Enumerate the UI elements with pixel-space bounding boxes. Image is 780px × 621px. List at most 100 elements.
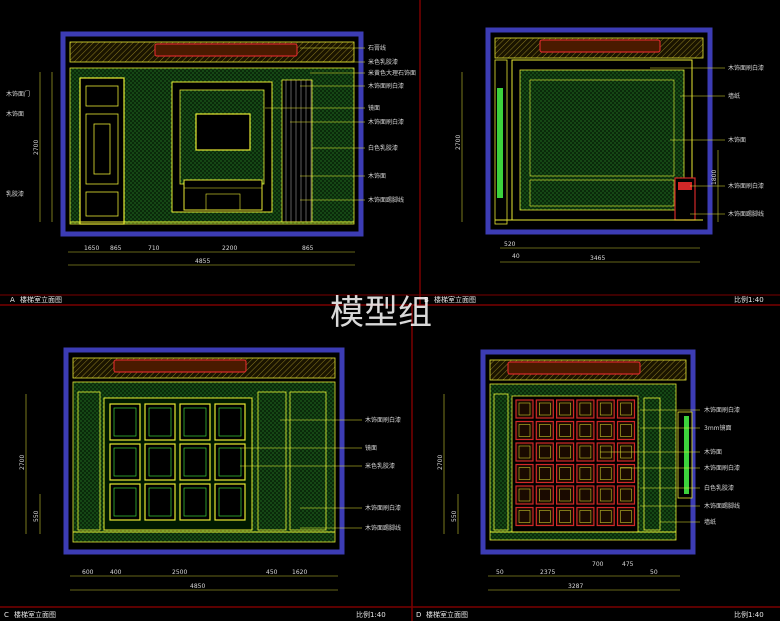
panel-c-inset-bead (113, 487, 137, 517)
panel-b-elevation (461, 27, 725, 263)
panel-c-note-3: 米色乳胶漆 (365, 462, 395, 470)
panel-d-note-1: 木饰面刷白漆 (704, 406, 740, 414)
panel-d-inset-bead (579, 445, 592, 459)
panel-b-dim-1: 520 (504, 241, 516, 248)
panel-d-inset-bead (539, 467, 551, 480)
panel-d-inset-bead (620, 467, 632, 480)
panel-a-dim-1: 1650 (84, 245, 99, 252)
panel-a-note-4: 木饰面刷白漆 (368, 82, 404, 90)
panel-d-inset-bead (559, 510, 571, 523)
panel-c-inset-bead (183, 407, 207, 437)
panel-c-dim-3: 2500 (172, 569, 187, 576)
panel-d-dim-4: 475 (622, 561, 634, 568)
panel-c-height-2: 550 (33, 510, 40, 522)
panel-c-panel-grid (109, 403, 246, 521)
panel-d-inset-panel (616, 399, 636, 419)
panel-a-note-9: 木饰面踢脚线 (368, 196, 404, 204)
panel-d-inset-bead (579, 424, 592, 437)
panel-c-overall: 4850 (190, 583, 205, 590)
panel-d-inset-panel (555, 442, 575, 462)
panel-c-inset-bead (148, 447, 172, 477)
panel-d-height-1: 2700 (437, 455, 444, 470)
panel-d-inset-panel (596, 399, 615, 419)
panel-b-note-1: 木饰面刷白漆 (728, 64, 764, 72)
panel-b-note-3: 木饰面 (728, 136, 746, 144)
panel-d-inset-panel (596, 506, 615, 527)
panel-c-inset-bead (218, 487, 242, 517)
panel-d-inset-panel (515, 442, 534, 462)
panel-d-inset-panel (515, 485, 534, 505)
panel-a-label: A (10, 296, 15, 304)
panel-d-inset-panel (515, 399, 534, 419)
panel-a-note-3: 米黄色大理石饰面 (368, 69, 416, 77)
panel-a-dim-4: 2200 (222, 245, 237, 252)
panel-c-inset-panel (179, 403, 211, 441)
panel-c-inset-panel (109, 483, 141, 521)
panel-d-inset-panel (515, 420, 534, 441)
panel-d-inset-bead (539, 445, 551, 459)
panel-d-inset-panel (576, 506, 595, 527)
panel-d-title: 楼梯室立面图 (426, 610, 468, 619)
panel-a-left-note-3: 乳胶漆 (6, 190, 24, 198)
panel-a-note-6: 木饰面刷白漆 (368, 118, 404, 126)
panel-d-inset-panel (576, 463, 595, 484)
panel-d-elevation (443, 349, 700, 591)
panel-a-text: 石膏线 米色乳胶漆 米黄色大理石饰面 木饰面刷白漆 镜面 木饰面刷白漆 白色乳胶… (6, 44, 416, 304)
panel-c-dim-5: 1620 (292, 569, 307, 576)
panel-a-title: 楼梯室立面图 (20, 295, 62, 304)
panel-b-note-4: 木饰面刷白漆 (728, 182, 764, 190)
panel-a-dim-5: 865 (302, 245, 314, 252)
panel-d-inset-panel (616, 506, 636, 527)
panel-c-title: 楼梯室立面图 (14, 610, 56, 619)
panel-c-inset-bead (148, 487, 172, 517)
panel-c-inset-panel (214, 403, 246, 441)
panel-d-inset-panel (616, 420, 636, 441)
panel-d-note-7: 墙纸 (704, 518, 716, 526)
panel-d-inset-bead (559, 445, 571, 459)
panel-d-dim-5: 50 (650, 569, 658, 576)
panel-d-inset-bead (579, 467, 592, 480)
panel-c-inset-bead (183, 487, 207, 517)
panel-c-height-1: 2700 (19, 455, 26, 470)
panel-d-inset-panel (535, 506, 554, 527)
panel-c-note-2: 镜面 (365, 444, 377, 452)
panel-c-dim-4: 450 (266, 569, 278, 576)
panel-a-left-note-1: 木饰面门 (6, 90, 30, 98)
panel-a-note-8: 木饰面 (368, 172, 386, 180)
panel-b-dim-2: 40 (512, 253, 520, 260)
panel-a-elevation (39, 31, 365, 266)
panel-d-inset-panel (535, 442, 554, 462)
panel-c-text: 木饰面刷白漆 镜面 米色乳胶漆 木饰面刷白漆 木饰面踢脚线 600 400 25… (4, 416, 401, 619)
panel-c-inset-bead (113, 407, 137, 437)
panel-d-overall: 3287 (568, 583, 583, 590)
panel-d-inset-bead (518, 445, 531, 459)
panel-d-inset-bead (559, 424, 571, 437)
panel-d-note-6: 木饰面踢脚线 (704, 502, 740, 510)
panel-a-note-7: 白色乳胶漆 (368, 144, 398, 152)
panel-d-inset-panel (555, 506, 575, 527)
panel-c-inset-panel (179, 443, 211, 481)
panel-d-inset-bead (579, 402, 592, 416)
panel-c-inset-panel (214, 443, 246, 481)
panel-d-panel-grid (515, 399, 636, 527)
panel-c-inset-bead (183, 447, 207, 477)
panel-d-inset-bead (559, 402, 571, 416)
panel-a-note-1: 石膏线 (368, 44, 386, 52)
panel-b-scale: 比例1:40 (734, 295, 764, 304)
panel-b-note-2: 墙纸 (728, 92, 740, 100)
panel-c-note-5: 木饰面踢脚线 (365, 524, 401, 532)
panel-d-inset-panel (616, 463, 636, 484)
panel-d-inset-panel (576, 485, 595, 505)
panel-b-title: 楼梯室立面图 (434, 295, 476, 304)
panel-d-dim-2: 2375 (540, 569, 555, 576)
panel-d-inset-panel (576, 420, 595, 441)
panel-d-inset-bead (518, 510, 531, 523)
panel-d-note-4: 木饰面刷白漆 (704, 464, 740, 472)
panel-d-inset-bead (620, 488, 632, 502)
panel-d-inset-panel (555, 399, 575, 419)
panel-c-inset-panel (214, 483, 246, 521)
panel-c-inset-bead (113, 447, 137, 477)
panel-d-inset-bead (579, 488, 592, 502)
panel-d-inset-panel (515, 463, 534, 484)
